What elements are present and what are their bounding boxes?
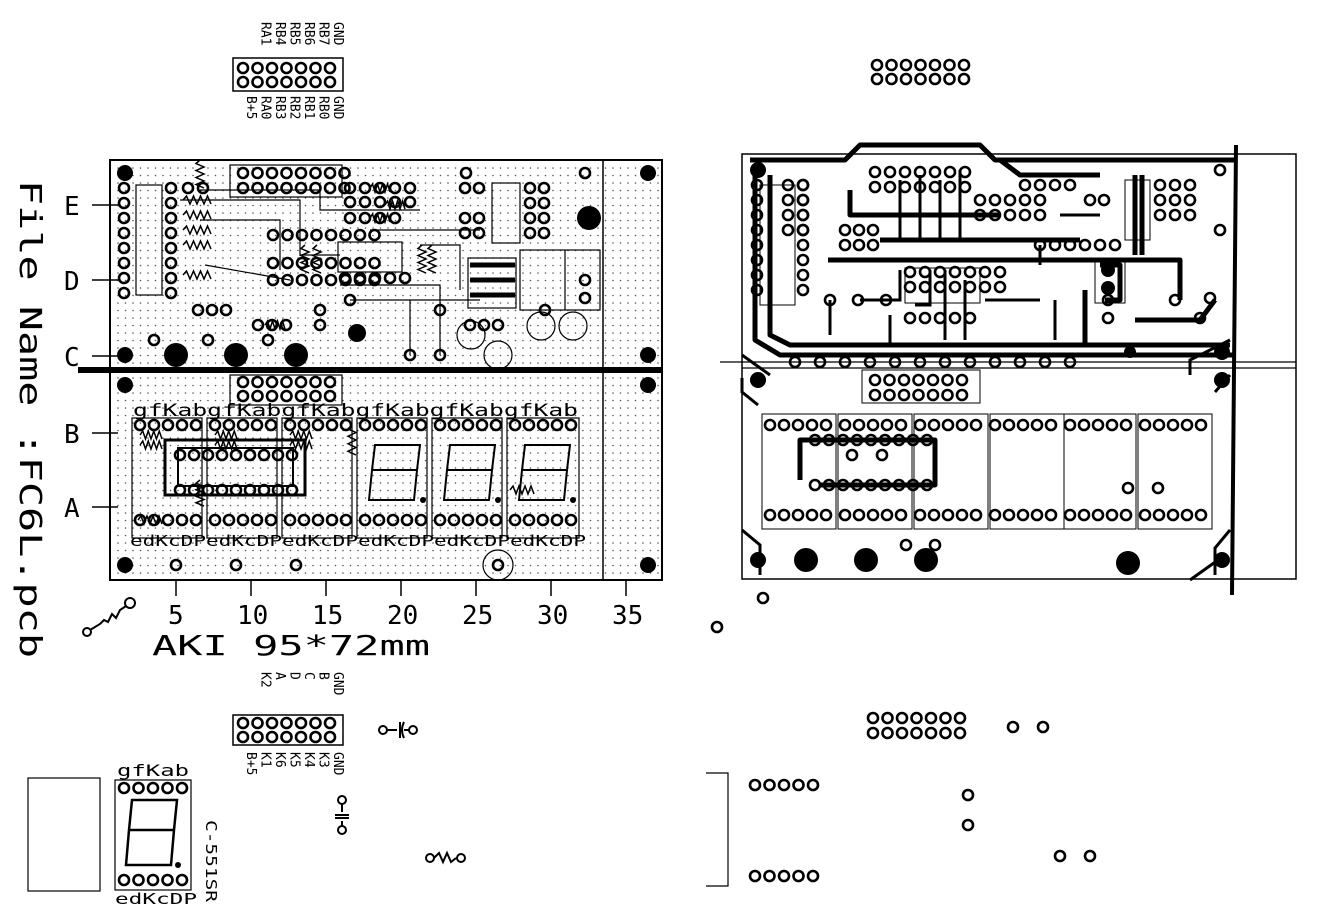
bottom-header-lower-pin-label: K3 [316, 752, 331, 768]
bottom-header-upper-pin-label: GND [330, 672, 345, 696]
top-header-lower-pin-label: GND [330, 96, 345, 120]
row-letter: E [64, 192, 80, 222]
loose-components [335, 721, 466, 865]
top-header-lower-pin-label: RB2 [287, 96, 302, 119]
upper-pads [117, 166, 592, 572]
top-header-upper-pin-label: RB7 [316, 22, 331, 45]
column-number: 5 [168, 601, 184, 631]
lower-right-pads [748, 58, 1097, 883]
resistors [137, 159, 535, 527]
top-header-lower-pin-label: RB0 [316, 96, 331, 119]
bracket-line [706, 772, 729, 887]
solder-display-boxes [759, 179, 1213, 530]
single-display-top-pins: gfKab [117, 761, 189, 780]
top-header-lower-pin-label: B+5 [243, 96, 258, 119]
top-header-upper-pin-label: RB4 [272, 22, 287, 46]
top-header-lower-pin-label: RB3 [272, 96, 287, 119]
top-header-upper-pin-label: RB6 [301, 22, 316, 45]
bottom-header-upper-pin-label: B [316, 672, 331, 680]
bottom-header-upper-pin-label: A [272, 672, 287, 680]
single-display: gfKab edKcDP C-551SR [27, 761, 220, 908]
top-header-upper-pin-label: GND [330, 22, 345, 46]
bottom-header-lower-pin-label: K4 [301, 752, 316, 768]
display-modules [131, 417, 580, 539]
column-number: 25 [462, 601, 493, 631]
row-letter: D [64, 267, 80, 297]
solder-mounting-holes [750, 162, 1230, 575]
top-header-lower-pin-label: RB1 [301, 96, 316, 119]
mounting-holes [117, 165, 656, 573]
loose-resistor [82, 597, 136, 637]
display-pads [133, 418, 578, 527]
display-bottom-pin-labels: edKcDPedKcDPedKcDPedKcDPedKcDPedKcDP [130, 532, 586, 550]
bottom-header-upper-pin-label: D [287, 672, 302, 680]
column-number: 30 [537, 601, 568, 631]
bottom-header-lower-pin-label: K6 [272, 752, 287, 768]
column-number: 10 [237, 601, 268, 631]
bottom-header-lower-pin-label: GND [330, 752, 345, 776]
top-header-lower-pin-label: RA0 [258, 96, 273, 119]
single-display-bottom-pins: edKcDP [115, 890, 197, 908]
column-number: 35 [612, 601, 643, 631]
board-size-label: AKI 95*72mm [152, 629, 430, 662]
bottom-header-upper-pin-label: K2 [258, 672, 273, 688]
column-number: 20 [387, 601, 418, 631]
bottom-header-lower-pin-label: K5 [287, 752, 302, 768]
solder-traces [750, 142, 1236, 488]
bottom-header-lower-pin-label: K1 [258, 752, 273, 768]
top-header-upper-pin-label: RA1 [258, 22, 273, 45]
row-letters: E D C B A [64, 192, 118, 524]
display-part-number: C-551SR [202, 820, 220, 903]
bottom-header-lower-pin-label: B+5 [243, 752, 258, 775]
column-numbers: 5 10 15 20 25 30 35 [168, 580, 643, 631]
row-letter: A [64, 494, 80, 524]
seven-segment-digits [367, 444, 572, 501]
solder-side-board [710, 142, 1297, 634]
upper-traces [180, 189, 566, 355]
bottom-header-upper-pin-label: C [301, 672, 316, 680]
display-decimal-points [420, 497, 576, 503]
column-number: 15 [312, 601, 343, 631]
solder-pads [710, 163, 1227, 634]
row-letter: C [64, 343, 80, 373]
display-top-pin-labels: gfKabgfKabgfKabgfKabgfKabgfKab [133, 401, 578, 421]
component-side-board: gfKabgfKabgfKabgfKabgfKabgfKab edKcDPedK… [78, 159, 663, 581]
row-letter: B [64, 420, 80, 450]
top-header-upper-pin-label: RB5 [287, 22, 302, 45]
file-name: File Name :FC6L.pcb [12, 180, 47, 658]
